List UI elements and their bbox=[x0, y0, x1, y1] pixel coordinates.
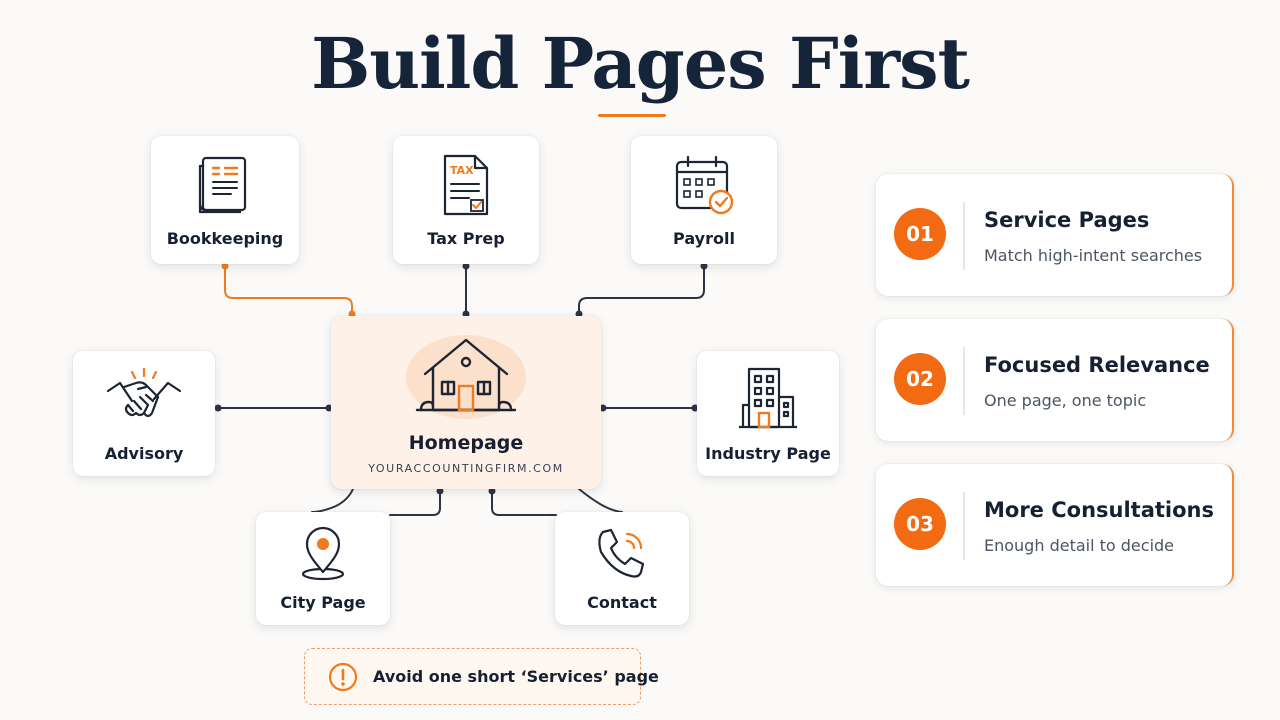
benefit-title: More Consultations bbox=[984, 498, 1214, 522]
page-label-bookkeeping: Bookkeeping bbox=[166, 229, 284, 248]
connector-city-a bbox=[311, 488, 354, 513]
benefit-card-3: 03 More Consultations Enough detail to d… bbox=[876, 464, 1234, 586]
warning-callout: Avoid one short ‘Services’ page bbox=[304, 648, 659, 705]
hub-label: Homepage bbox=[408, 432, 524, 454]
benefit-title: Service Pages bbox=[984, 208, 1150, 232]
page-card-city[interactable]: City Page bbox=[256, 512, 390, 625]
benefit-subtitle: One page, one topic bbox=[984, 391, 1147, 410]
benefit-card-1: 01 Service Pages Match high-intent searc… bbox=[876, 174, 1234, 296]
benefit-title: Focused Relevance bbox=[984, 353, 1210, 377]
tax-icon-text: TAX bbox=[450, 164, 474, 177]
benefit-subtitle: Match high-intent searches bbox=[984, 246, 1203, 265]
benefit-number: 02 bbox=[894, 353, 946, 405]
calendar-check-icon bbox=[675, 155, 734, 215]
exclamation-circle-icon bbox=[328, 662, 358, 692]
page-card-industry[interactable]: Industry Page bbox=[697, 351, 839, 476]
phone-icon bbox=[598, 528, 645, 578]
benefit-divider bbox=[963, 347, 965, 415]
page-card-advisory[interactable]: Advisory bbox=[73, 351, 215, 476]
benefit-divider bbox=[963, 492, 965, 560]
connector-city-b bbox=[389, 488, 441, 516]
handshake-icon bbox=[106, 367, 182, 418]
page-card-bookkeeping[interactable]: Bookkeeping bbox=[151, 136, 299, 264]
warning-text: Avoid one short ‘Services’ page bbox=[373, 667, 659, 686]
connector-contact-b bbox=[578, 488, 623, 513]
connector-contact-a bbox=[491, 488, 557, 516]
office-building-icon bbox=[739, 367, 797, 429]
connector-bookkeeping bbox=[224, 265, 353, 317]
house-icon bbox=[406, 335, 526, 419]
connector-payroll bbox=[578, 265, 705, 317]
benefit-card-2: 02 Focused Relevance One page, one topic bbox=[876, 319, 1234, 441]
benefit-number: 03 bbox=[894, 498, 946, 550]
title-underline bbox=[598, 114, 666, 117]
benefit-divider bbox=[963, 202, 965, 270]
page-label-tax-prep: Tax Prep bbox=[427, 229, 505, 248]
page-label-contact: Contact bbox=[587, 593, 657, 612]
page-card-contact[interactable]: Contact bbox=[555, 512, 689, 625]
hub-homepage[interactable]: Homepage YOURACCOUNTINGFIRM.COM bbox=[331, 316, 601, 489]
page-title: Build Pages First bbox=[311, 22, 970, 105]
page-label-city: City Page bbox=[280, 593, 366, 612]
map-pin-icon bbox=[301, 526, 345, 581]
hub-url: YOURACCOUNTINGFIRM.COM bbox=[368, 462, 564, 475]
page-label-advisory: Advisory bbox=[104, 444, 184, 463]
page-card-tax-prep[interactable]: TAX Tax Prep bbox=[393, 136, 539, 264]
ledger-book-icon bbox=[198, 156, 247, 214]
benefit-number: 01 bbox=[894, 208, 946, 260]
tax-document-icon: TAX bbox=[443, 154, 489, 216]
page-label-industry: Industry Page bbox=[705, 444, 831, 463]
page-card-payroll[interactable]: Payroll bbox=[631, 136, 777, 264]
benefit-subtitle: Enough detail to decide bbox=[984, 536, 1175, 555]
page-label-payroll: Payroll bbox=[673, 229, 735, 248]
